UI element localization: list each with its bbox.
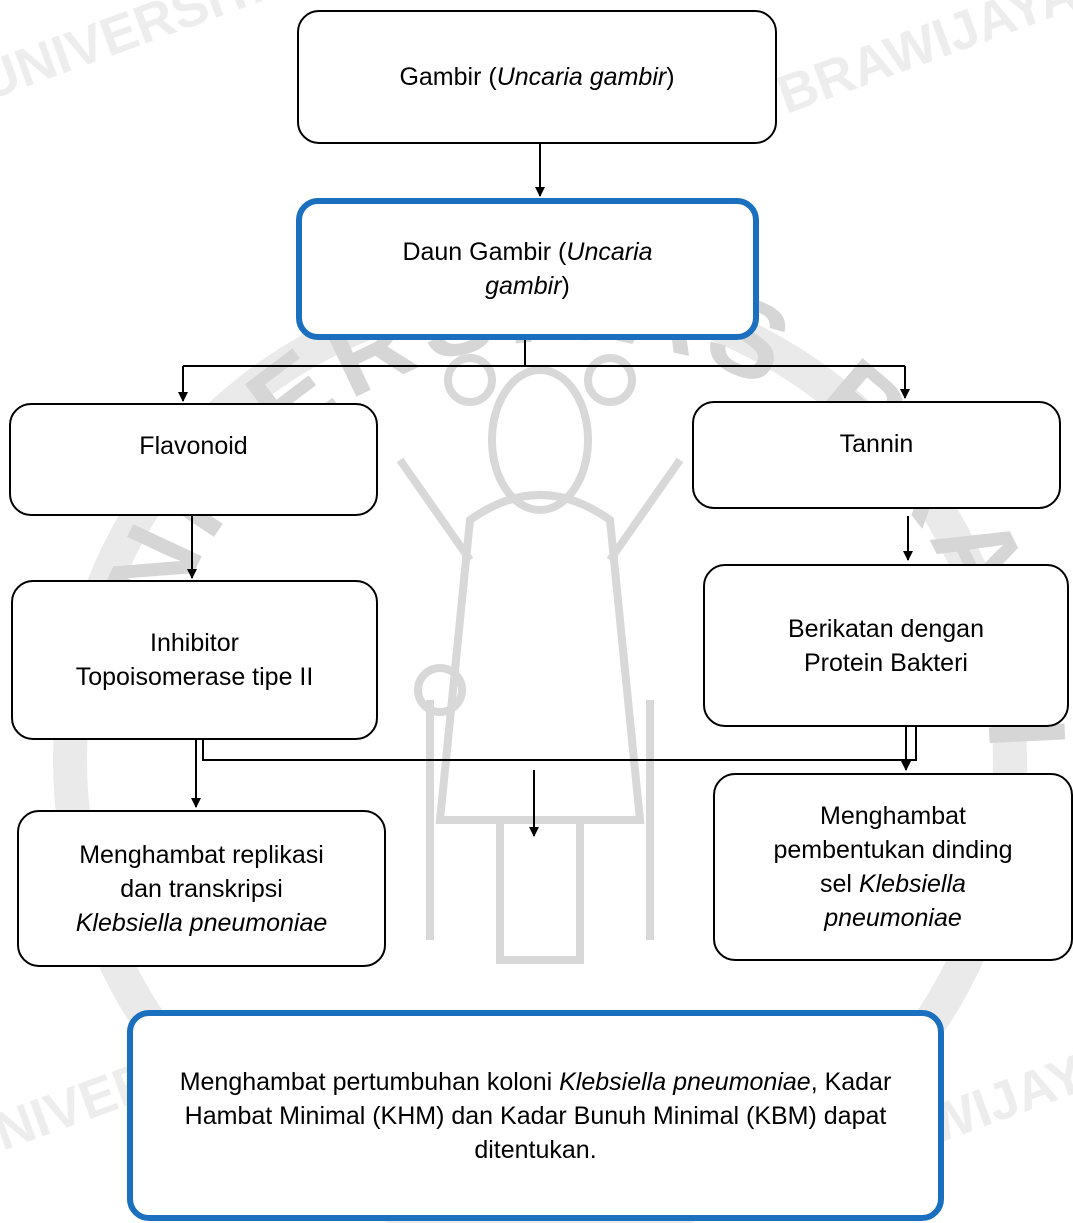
node-daun-text: Daun Gambir (	[402, 238, 567, 266]
node-replikasi-line2: dan transkripsi	[120, 874, 283, 903]
node-daun-gambir: Daun Gambir (Uncaria gambir)	[296, 198, 759, 340]
node-daun-italic: Uncaria gambir	[485, 238, 653, 300]
node-dinding-italic: Klebsiella pneumoniae	[824, 870, 966, 932]
node-gambir: Gambir (Uncaria gambir)	[297, 10, 777, 144]
node-final-post: , Kadar Hambat Minimal (KHM) dan Kadar B…	[184, 1067, 892, 1164]
node-tannin: Tannin	[692, 401, 1061, 509]
node-inhibitor-line1: Inhibitor	[150, 629, 239, 657]
node-inhibitor: Inhibitor Topoisomerase tipe II	[11, 580, 378, 740]
node-berikatan-line1: Berikatan dengan	[788, 614, 984, 643]
node-final: Menghambat pertumbuhan koloni Klebsiella…	[127, 1010, 944, 1221]
node-dinding-line1: Menghambat	[820, 802, 966, 830]
node-flavonoid-text: Flavonoid	[139, 432, 248, 460]
node-replikasi: Menghambat replikasi dan transkripsi Kle…	[17, 810, 386, 967]
node-daun-close: )	[561, 272, 570, 300]
node-replikasi-line1: Menghambat replikasi	[79, 840, 324, 869]
university-seal-emblem-icon	[396, 354, 684, 964]
node-dinding-pre: sel	[820, 870, 859, 898]
node-berikatan: Berikatan dengan Protein Bakteri	[703, 564, 1069, 727]
node-dinding: Menghambat pembentukan dinding sel Klebs…	[713, 773, 1073, 961]
node-berikatan-line2: Protein Bakteri	[804, 648, 968, 677]
node-final-italic: Klebsiella pneumoniae	[559, 1067, 811, 1096]
node-replikasi-italic: Klebsiella pneumoniae	[75, 908, 328, 937]
node-tannin-text: Tannin	[839, 430, 914, 458]
node-gambir-close: )	[666, 63, 675, 91]
branch-daun-split	[183, 340, 905, 367]
node-gambir-italic: Uncaria gambir	[496, 63, 667, 91]
node-final-text: Menghambat pertumbuhan koloni	[179, 1067, 560, 1096]
node-inhibitor-line2: Topoisomerase tipe II	[75, 663, 314, 691]
node-gambir-text: Gambir (	[399, 63, 497, 91]
node-flavonoid: Flavonoid	[9, 403, 378, 516]
node-dinding-line2: pembentukan dinding	[773, 836, 1013, 864]
